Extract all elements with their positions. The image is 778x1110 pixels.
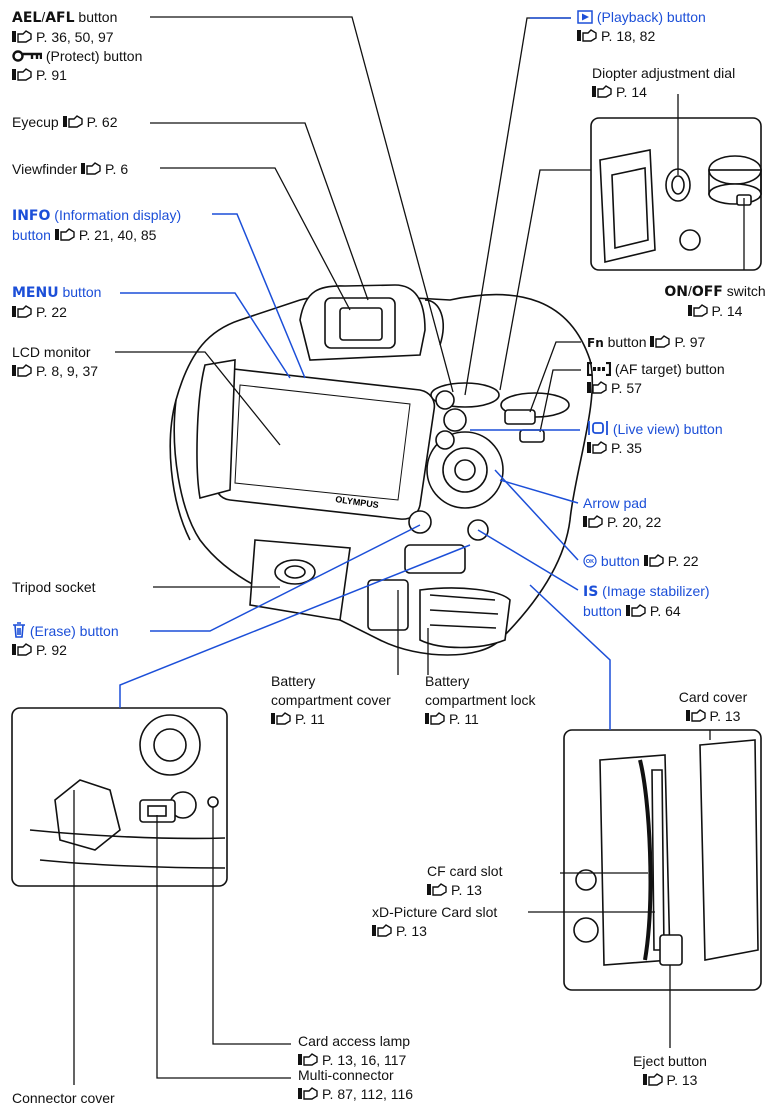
label-fn: Fn button P. 97 <box>587 334 706 350</box>
camera-body <box>169 284 594 656</box>
diopter-inset <box>590 117 762 271</box>
reference-icon <box>298 1087 318 1100</box>
reference-icon <box>685 709 706 722</box>
reference-icon <box>271 712 291 725</box>
svg-text:OK: OK <box>586 559 594 565</box>
reference-icon <box>643 554 664 567</box>
key-icon <box>12 50 42 62</box>
label-battery-lock: Battery compartment lock P. 11 <box>425 673 536 727</box>
label-onoff: ON/OFF switch P. 14 <box>664 283 766 319</box>
card-inset <box>563 729 762 991</box>
reference-icon <box>625 604 646 617</box>
label-menu: MENU button P. 22 <box>12 284 102 320</box>
label-ok: OK button P. 22 <box>583 552 699 571</box>
reference-icon <box>298 1053 318 1066</box>
label-live-view: (Live view) button P. 35 <box>587 420 723 458</box>
reference-icon <box>587 381 607 394</box>
reference-icon <box>650 335 671 348</box>
label-xd-slot: xD-Picture Card slot P. 13 <box>372 904 498 939</box>
label-eyecup: Eyecup P. 62 <box>12 114 118 130</box>
label-eject: Eject button P. 13 <box>633 1053 707 1088</box>
label-cf-slot: CF card slot P. 13 <box>427 863 503 898</box>
reference-icon <box>12 364 32 377</box>
leader-lines-blue <box>119 17 611 730</box>
play-icon <box>577 10 593 24</box>
reference-icon <box>54 228 75 241</box>
label-af-target: (AF target) button P. 57 <box>587 360 725 398</box>
label-info: INFO (Information display) button P. 21,… <box>12 207 182 243</box>
reference-icon <box>81 162 101 175</box>
label-tripod: Tripod socket <box>12 579 96 595</box>
label-connector-cover: Connector cover <box>12 1090 115 1106</box>
leader-lines <box>73 16 745 1085</box>
reference-icon <box>62 115 83 128</box>
reference-icon <box>12 643 32 656</box>
reference-icon <box>12 68 32 81</box>
label-multi-connector: Multi-connector P. 87, 112, 116 <box>298 1067 414 1102</box>
label-card-cover: Card cover P. 13 <box>678 689 748 724</box>
trash-icon <box>13 622 25 638</box>
reference-icon <box>587 441 607 454</box>
label-access-lamp: Card access lamp P. 13, 16, 117 <box>298 1033 411 1068</box>
live-view-icon <box>588 421 608 435</box>
label-arrow-pad: Arrow pad P. 20, 22 <box>583 495 662 530</box>
label-lcd: LCD monitor P. 8, 9, 37 <box>12 344 99 379</box>
reference-icon <box>642 1073 663 1086</box>
label-playback: (Playback) button P. 18, 82 <box>577 8 706 46</box>
reference-icon <box>372 924 392 937</box>
reference-icon <box>583 515 603 528</box>
label-is: IS (Image stabilizer) button P. 64 <box>583 583 710 619</box>
label-ael-afl: AEL/AFL button P. 36, 50, 97 (Protect) b… <box>12 9 143 83</box>
label-diopter: Diopter adjustment dial P. 14 <box>592 65 736 100</box>
label-battery-cover: Battery compartment cover P. 11 <box>271 673 391 727</box>
reference-icon <box>592 85 612 98</box>
reference-icon <box>427 883 447 896</box>
ok-icon: OK <box>583 554 597 568</box>
reference-icon <box>12 305 32 318</box>
reference-icon <box>577 29 597 42</box>
af-target-icon <box>587 362 611 376</box>
reference-icon <box>425 712 445 725</box>
label-erase: (Erase) button P. 92 <box>12 622 119 660</box>
connector-inset <box>11 707 228 887</box>
reference-icon <box>687 304 708 317</box>
reference-icon <box>12 30 32 43</box>
label-viewfinder: Viewfinder P. 6 <box>12 161 129 177</box>
